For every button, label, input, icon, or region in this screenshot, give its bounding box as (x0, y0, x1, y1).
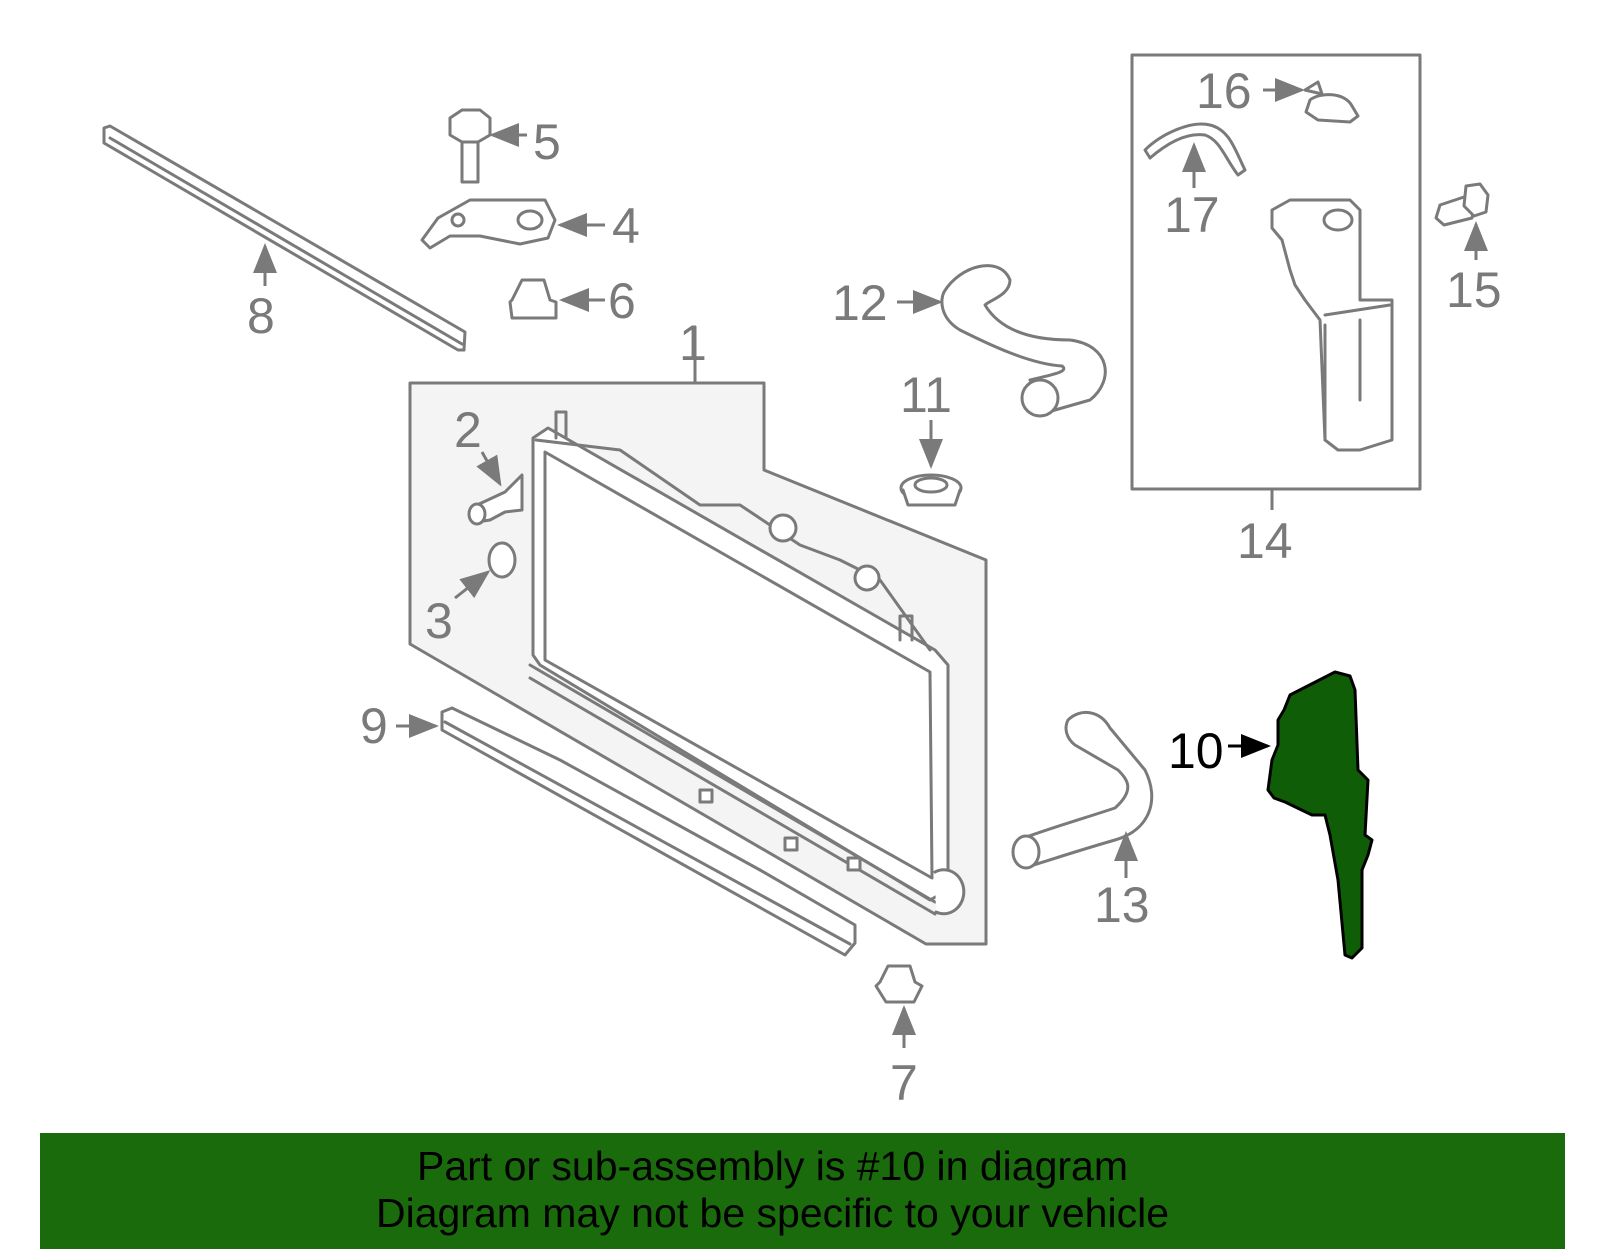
part-4-bracket (420, 198, 605, 250)
label-16: 16 (1196, 63, 1252, 119)
parts-diagram: 1 2 3 4 5 6 7 8 9 10 11 12 13 14 15 16 1… (102, 53, 1502, 1111)
label-8: 8 (247, 288, 275, 344)
label-17: 17 (1164, 187, 1220, 243)
label-14: 14 (1237, 513, 1293, 569)
part-8-seal-strip (102, 124, 467, 352)
part-6-grommet (508, 278, 605, 320)
label-4: 4 (612, 198, 640, 254)
part-7-grommet (874, 964, 924, 1048)
label-2: 2 (454, 402, 482, 458)
label-7: 7 (890, 1055, 918, 1111)
part-13-lower-hose (1011, 711, 1154, 878)
banner-line-part-number: Part or sub-assembly is #10 in diagram (417, 1143, 1128, 1189)
banner-line-disclaimer: Diagram may not be specific to your vehi… (375, 1190, 1169, 1236)
part-15-bolt (1434, 182, 1490, 260)
label-9: 9 (360, 698, 388, 754)
part-2-drain-plug (467, 451, 524, 526)
label-15: 15 (1446, 262, 1502, 318)
label-5: 5 (533, 114, 561, 170)
label-12: 12 (832, 275, 888, 331)
label-13: 13 (1094, 877, 1150, 933)
label-3: 3 (425, 593, 453, 649)
part-5-bolt (448, 108, 527, 184)
label-1: 1 (679, 315, 707, 371)
info-banner: Part or sub-assembly is #10 in diagram D… (40, 1133, 1565, 1249)
radiator-icon (528, 410, 966, 916)
part-14-reservoir-assembly (1130, 53, 1422, 510)
part-17-overflow-hose (1143, 122, 1247, 188)
part-16-reservoir-cap (1263, 78, 1360, 124)
part-11-radiator-cap (899, 420, 963, 507)
label-6: 6 (608, 273, 636, 329)
part-3-o-ring (454, 541, 517, 600)
label-10: 10 (1168, 723, 1224, 779)
part-9-seal-strip (396, 706, 857, 957)
part-10-air-guide-highlighted (1228, 670, 1374, 960)
reservoir-tank-icon (1270, 198, 1394, 452)
part-1-radiator-assembly (408, 326, 988, 946)
label-11: 11 (900, 367, 952, 423)
part-12-upper-hose (897, 264, 1107, 418)
